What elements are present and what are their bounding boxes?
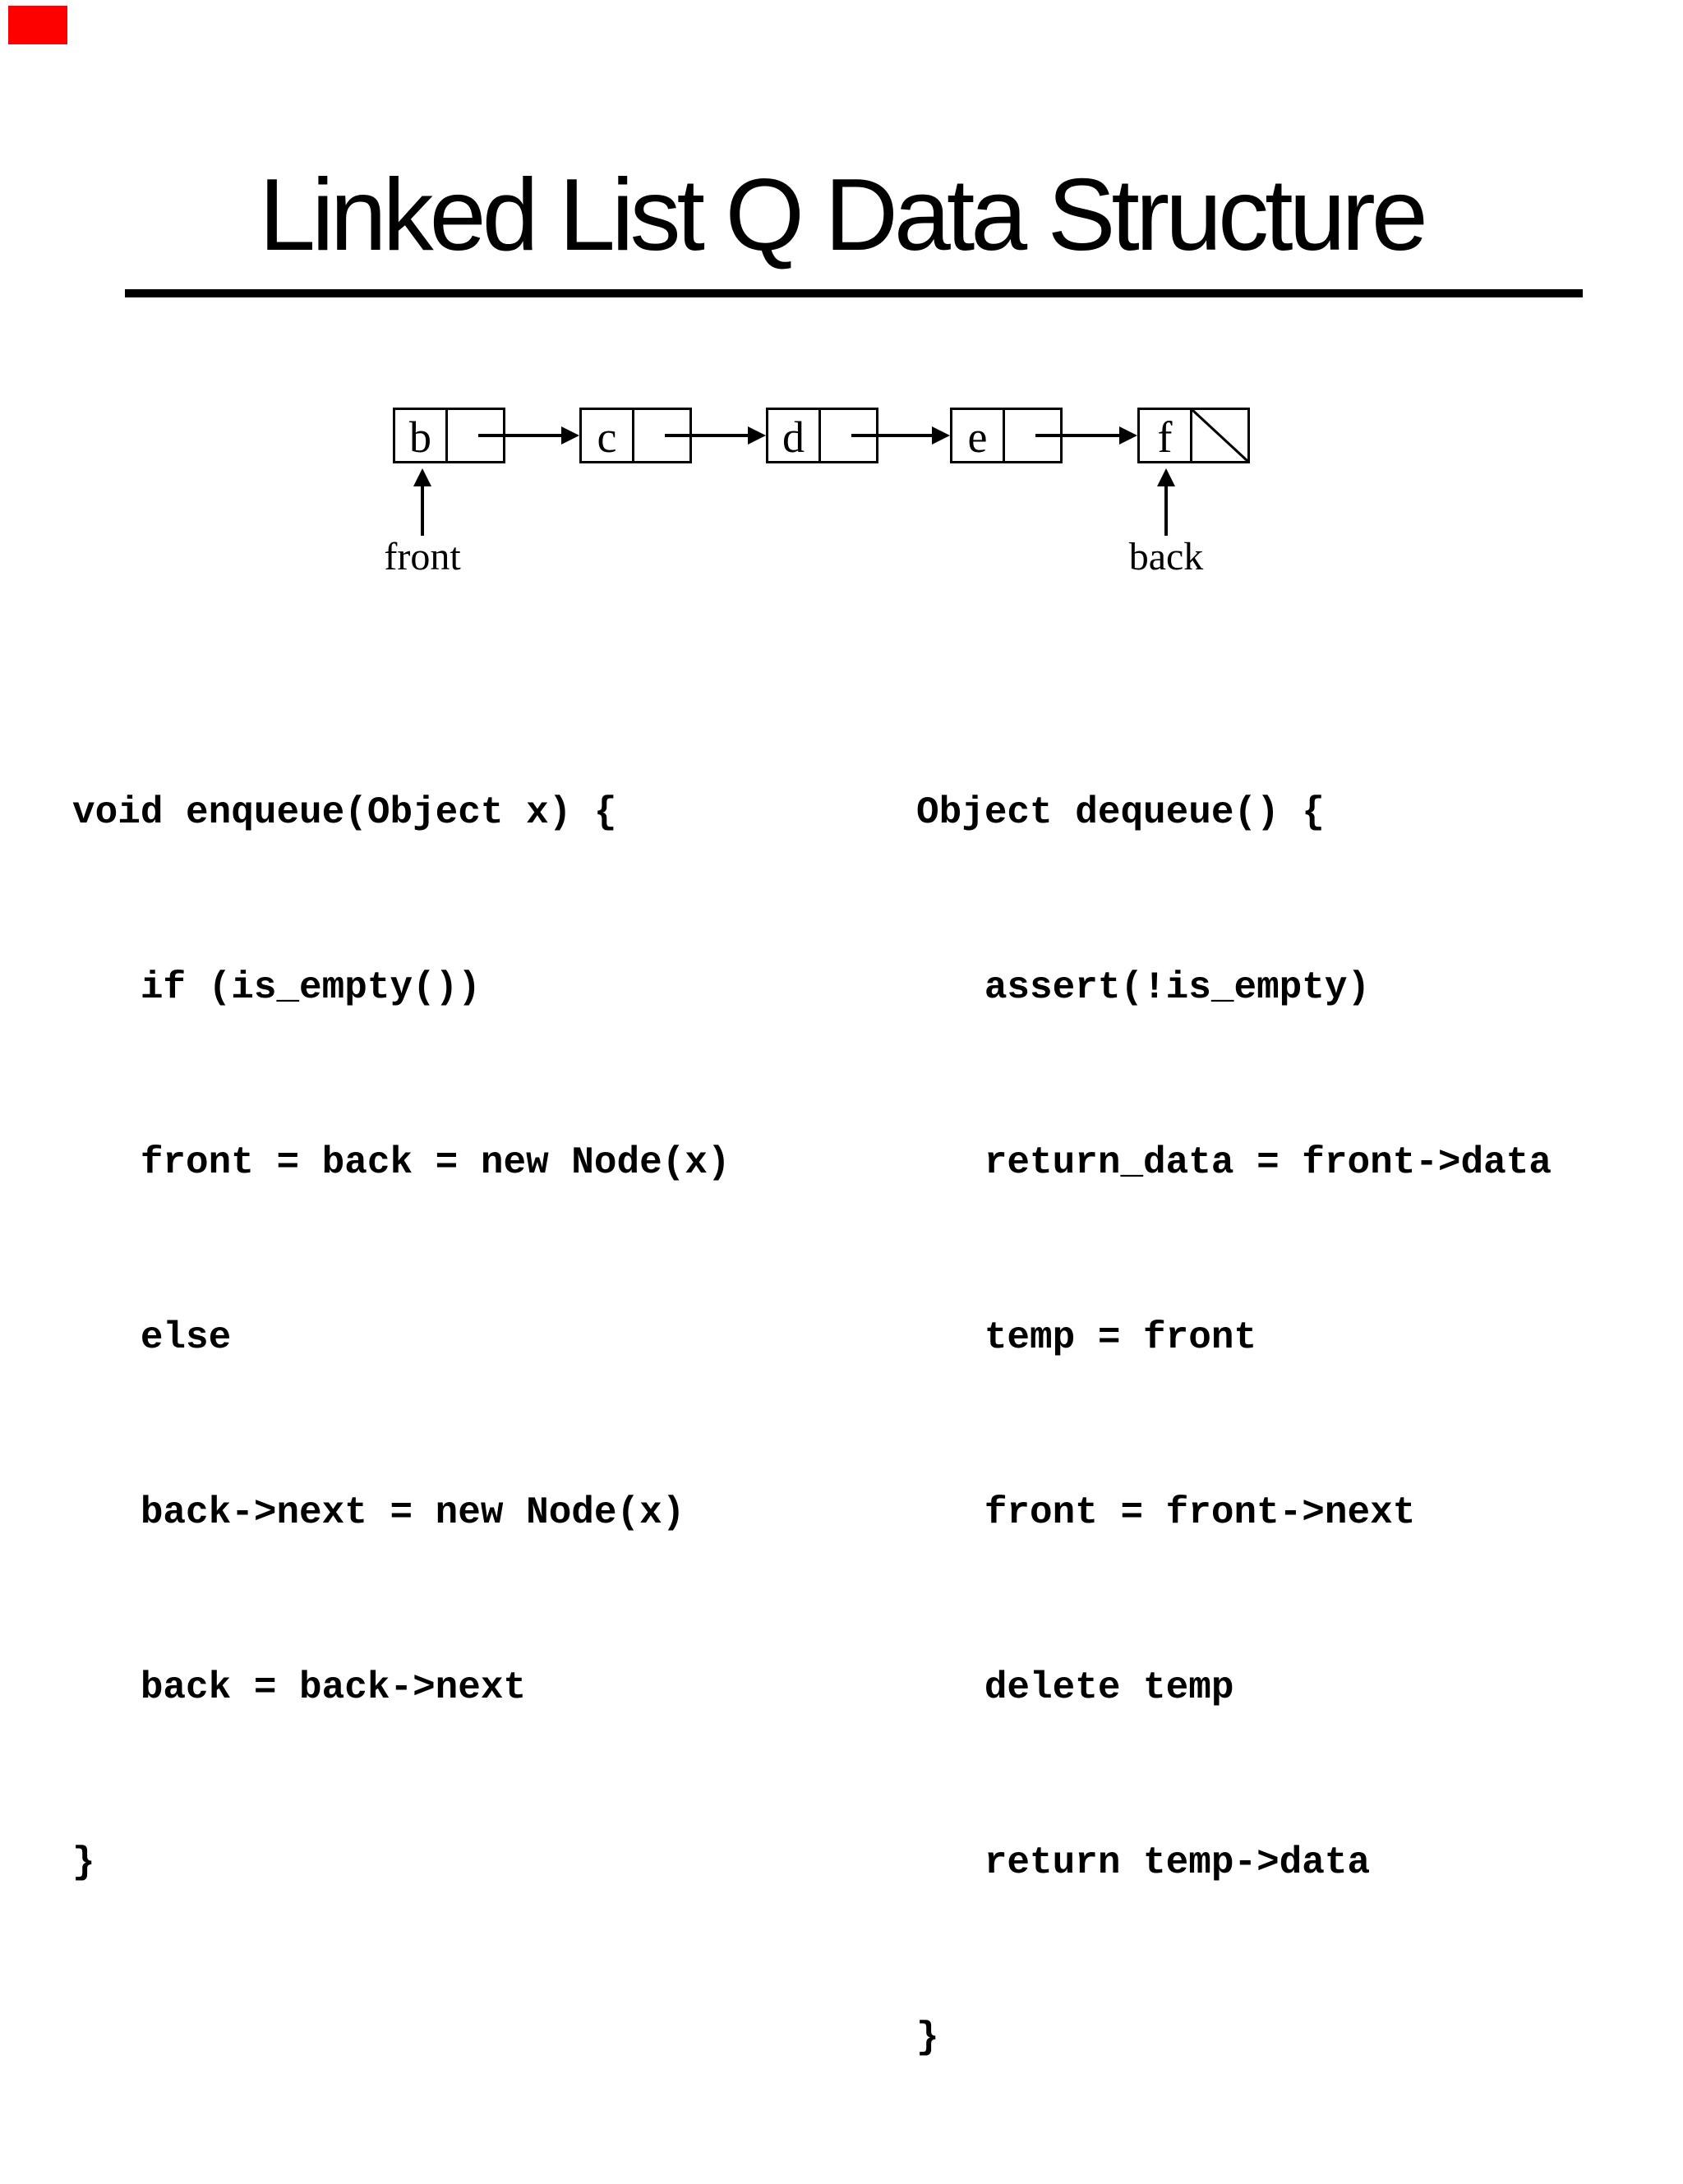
linked-list-diagram: b c d e f [384, 408, 1250, 578]
code-line: if (is_empty()) [72, 966, 481, 1009]
arrow-head-icon [561, 426, 579, 445]
slide: Linked List Q Data Structure b c d e [8, 6, 1583, 2059]
code-line: front = front->next [916, 1491, 1416, 1534]
title-underline [125, 289, 1583, 297]
node-value: d [782, 412, 805, 462]
front-label: front [384, 535, 461, 578]
code-line: void enqueue(Object x) { [72, 791, 617, 834]
code-line: back = back->next [72, 1666, 527, 1709]
code-line: else [72, 1316, 232, 1359]
code-line: Object dequeue() { [916, 791, 1325, 834]
red-corner-marker [8, 6, 67, 44]
arrow-head-icon [748, 426, 766, 445]
node-data-cell: f [1140, 410, 1192, 461]
node-value: c [597, 412, 617, 462]
arrow-shaft [851, 434, 934, 437]
node-data-cell: e [952, 410, 1005, 461]
node-data-cell: c [582, 410, 634, 461]
enqueue-code-block: void enqueue(Object x) { if (is_empty())… [72, 667, 731, 2009]
code-line: return temp->data [916, 1841, 1371, 1884]
arrow-shaft [1035, 434, 1121, 437]
code-line: return_data = front->data [916, 1141, 1552, 1184]
code-line: delete temp [916, 1666, 1234, 1709]
arrow-head-icon [1157, 468, 1175, 486]
code-line: assert(!is_empty) [916, 966, 1371, 1009]
node-value: f [1157, 412, 1173, 462]
code-line: front = back = new Node(x) [72, 1141, 731, 1184]
code-line: } [72, 1841, 95, 1884]
arrow-shaft [665, 434, 749, 437]
code-line: back->next = new Node(x) [72, 1491, 685, 1534]
node-value: e [967, 412, 988, 462]
back-label: back [1128, 535, 1204, 578]
node-data-cell: b [395, 410, 448, 461]
list-node-f: f [1137, 408, 1250, 463]
node-data-cell: d [768, 410, 821, 461]
arrow-head-icon [932, 426, 950, 445]
null-pointer-slash [1192, 410, 1247, 461]
slide-title: Linked List Q Data Structure [259, 159, 1428, 272]
dequeue-code-block: Object dequeue() { assert(!is_empty) ret… [916, 667, 1552, 2184]
arrow-shaft [478, 434, 563, 437]
code-line: } [916, 2016, 939, 2059]
node-value: b [409, 412, 431, 462]
arrow-shaft [1164, 485, 1168, 536]
code-line: temp = front [916, 1316, 1257, 1359]
arrow-shaft [421, 485, 424, 536]
node-next-cell [1192, 410, 1247, 461]
arrow-head-icon [1119, 426, 1137, 445]
arrow-head-icon [413, 468, 431, 486]
